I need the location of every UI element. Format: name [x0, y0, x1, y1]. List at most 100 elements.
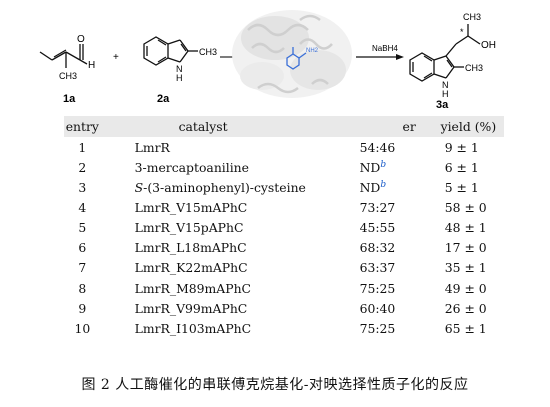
er-value: 75:25	[359, 280, 396, 296]
cell-catalyst: LmrR_I103mAPhC	[101, 318, 326, 338]
er-value: ND	[359, 179, 381, 195]
cell-catalyst: LmrR_V15mAPhC	[101, 197, 326, 217]
cell-er: 60:40	[326, 298, 433, 318]
compound-1a-oxygen: O	[77, 34, 85, 45]
table-row: 3 S-(3-aminophenyl)-cysteine NDb 5 ± 1	[64, 177, 504, 197]
results-table: entry catalyst er yield (%) 1 LmrR 54:46 9 …	[64, 116, 504, 338]
catalyst-name: LmrR_V15pAPhC	[134, 220, 244, 236]
catalyst-name: LmrR_V99mAPhC	[134, 300, 248, 316]
catalyst-name: LmrR_L18mAPhC	[134, 240, 247, 256]
catalyst-name: -(3-aminophenyl)-cysteine	[143, 179, 306, 195]
cell-er: NDb	[326, 157, 433, 177]
compound-2a-nitrogen: N	[176, 64, 183, 74]
table-row: 8 LmrR_M89mAPhC 75:25 49 ± 0	[64, 278, 504, 298]
cell-catalyst: LmrR_V99mAPhC	[101, 298, 326, 318]
cell-entry: 5	[78, 220, 87, 236]
compound-1a-label: 1a	[63, 93, 76, 105]
er-footnote-mark: b	[380, 159, 387, 170]
catalyst-stereo-prefix: S	[134, 179, 144, 195]
cell-entry: 8	[78, 280, 87, 296]
product-3a-hydrogen: H	[442, 89, 449, 99]
header-entry: entry	[65, 119, 99, 134]
protein-structure-image: NH2	[220, 10, 352, 98]
cell-catalyst: 3-mercaptoaniline	[101, 157, 326, 177]
figure-caption: 图 2 人工酶催化的串联傅克烷基化-对映选择性质子化的反应	[81, 377, 469, 393]
cell-catalyst: LmrR_K22mAPhC	[101, 258, 326, 278]
er-value: 75:25	[359, 320, 396, 336]
er-value: 60:40	[359, 300, 396, 316]
table-row: 6 LmrR_L18mAPhC 68:32 17 ± 0	[64, 238, 504, 258]
table-header-row: entry catalyst er yield (%)	[64, 116, 504, 137]
reagent-label: NaBH4	[372, 44, 398, 53]
compound-2a-methyl: CH3	[199, 47, 217, 57]
product-3a-hydroxyl: OH	[481, 40, 496, 51]
compound-1a-methyl: CH3	[59, 71, 77, 81]
table-row: 4 LmrR_V15mAPhC 73:27 58 ± 0	[64, 197, 504, 217]
catalyst-name: LmrR_I103mAPhC	[134, 320, 252, 336]
er-footnote-mark: b	[380, 179, 387, 190]
cell-yield: 49 ± 0	[444, 280, 487, 296]
er-value: 63:37	[359, 260, 396, 276]
cell-catalyst: LmrR_M89mAPhC	[101, 278, 326, 298]
results-table-container: entry catalyst er yield (%) 1 LmrR 54:46 9 …	[64, 116, 504, 338]
cell-entry: 4	[78, 199, 87, 215]
product-3a-stereo-star: *	[460, 27, 464, 37]
cell-entry: 1	[78, 139, 87, 155]
catalyst-name: LmrR_M89mAPhC	[134, 280, 252, 296]
compound-2a-hydrogen: H	[176, 73, 183, 83]
catalyst-name: 3-mercaptoaniline	[134, 159, 249, 175]
cell-entry: 6	[78, 240, 87, 256]
er-value: 54:46	[359, 139, 396, 155]
er-value: 68:32	[359, 240, 396, 256]
cell-catalyst: LmrR_L18mAPhC	[101, 238, 326, 258]
cell-er: 68:32	[326, 238, 433, 258]
table-row: 1 LmrR 54:46 9 ± 1	[64, 137, 504, 157]
compound-2a-structure	[143, 36, 198, 66]
cell-entry: 2	[78, 159, 87, 175]
compound-2a-label: 2a	[157, 93, 170, 105]
cell-er: NDb	[326, 177, 433, 197]
cell-yield: 35 ± 1	[444, 260, 487, 276]
catalyst-name: LmrR_K22mAPhC	[134, 260, 248, 276]
compound-1a-structure	[39, 44, 88, 68]
reaction-scheme: O H CH3 1a + CH3 N H 2a	[39, 10, 496, 111]
product-3a-structure	[409, 24, 481, 82]
header-yield: yield (%)	[440, 119, 497, 134]
product-3a-methyl-top: CH3	[463, 12, 481, 22]
reaction-arrow	[356, 54, 404, 60]
catalyst-name: LmrR_V15mAPhC	[134, 199, 248, 215]
product-3a-nitrogen: N	[442, 80, 449, 90]
er-value: ND	[359, 159, 381, 175]
cell-er: 54:46	[326, 137, 433, 157]
cell-yield: 26 ± 0	[444, 300, 487, 316]
plus-sign: +	[113, 52, 119, 63]
cell-yield: 9 ± 1	[444, 139, 479, 155]
cell-catalyst: LmrR	[101, 137, 326, 157]
cell-entry: 3	[78, 179, 87, 195]
cell-catalyst: LmrR_V15pAPhC	[101, 218, 326, 238]
cell-yield: 5 ± 1	[444, 179, 479, 195]
cell-er: 63:37	[326, 258, 433, 278]
cell-entry: 9	[78, 300, 87, 316]
compound-1a-hydrogen: H	[88, 60, 95, 71]
cell-yield: 65 ± 1	[444, 320, 487, 336]
product-3a-label: 3a	[436, 99, 449, 111]
cell-yield: 17 ± 0	[444, 240, 487, 256]
table-row: 10 LmrR_I103mAPhC 75:25 65 ± 1	[64, 318, 504, 338]
table-row: 7 LmrR_K22mAPhC 63:37 35 ± 1	[64, 258, 504, 278]
table-row: 9 LmrR_V99mAPhC 60:40 26 ± 0	[64, 298, 504, 318]
product-3a-methyl: CH3	[465, 63, 483, 73]
protein-residue-label: NH2	[306, 48, 319, 54]
cell-entry: 10	[74, 320, 91, 336]
header-er: er	[402, 119, 416, 134]
er-value: 73:27	[359, 199, 396, 215]
cell-er: 75:25	[326, 318, 433, 338]
cell-entry: 7	[78, 260, 87, 276]
cell-yield: 58 ± 0	[444, 199, 487, 215]
header-catalyst: catalyst	[178, 119, 228, 134]
cell-er: 73:27	[326, 197, 433, 217]
cell-er: 45:55	[326, 218, 433, 238]
